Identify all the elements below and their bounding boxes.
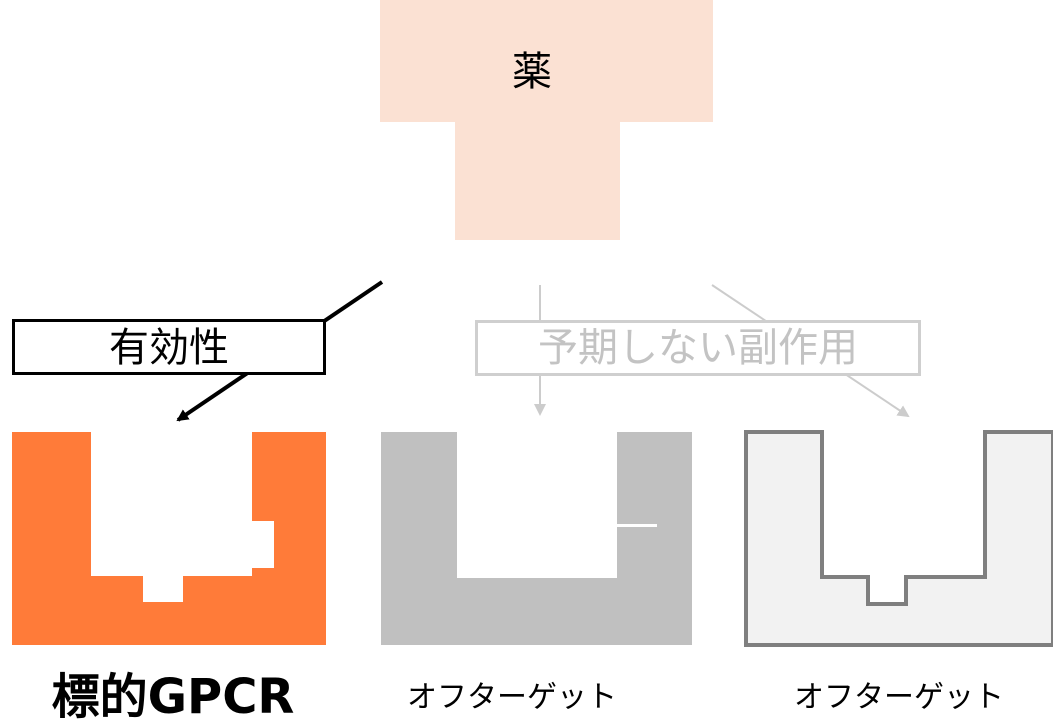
efficacy-label: 有効性	[109, 325, 229, 371]
target-gpcr-label: 標的GPCR	[51, 669, 295, 725]
side-effect-box	[475, 320, 921, 376]
target-gpcr-shape	[12, 432, 326, 645]
drug-label: 薬	[512, 49, 552, 95]
off-target-label-1: オフターゲット	[407, 680, 617, 715]
off-target-shape-2	[744, 430, 1053, 647]
off-target-shape-1	[381, 432, 692, 645]
off-target-label-2: オフターゲット	[794, 680, 1004, 715]
side-effect-label: 予期しない副作用	[538, 325, 858, 371]
efficacy-box	[12, 319, 326, 375]
drug-shape	[380, 0, 713, 240]
